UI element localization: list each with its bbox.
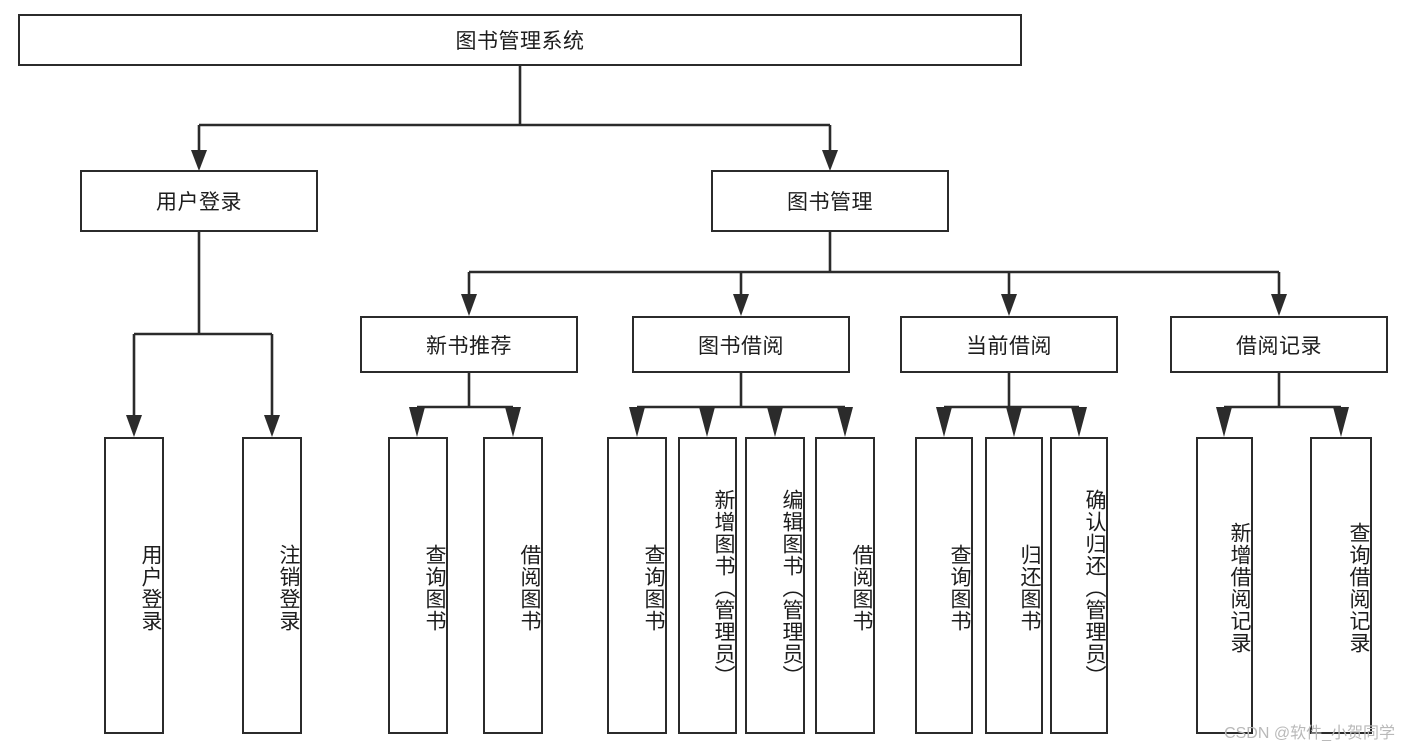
- node-leaf-query-book-1[interactable]: 查询图书: [388, 437, 448, 734]
- node-leaf-query-record[interactable]: 查询借阅记录: [1310, 437, 1372, 734]
- node-leaf-return-book-label: 归还图书: [1018, 543, 1041, 632]
- node-leaf-borrow-book-2-label: 借阅图书: [850, 543, 873, 632]
- arrow-leaf-borrow-book-1: [505, 407, 521, 437]
- node-root-label: 图书管理系统: [455, 30, 585, 53]
- node-leaf-confirm-return[interactable]: 确认归还（管理员）: [1050, 437, 1108, 734]
- arrow-leaf-query-book-3: [936, 407, 952, 437]
- node-leaf-query-book-2-label: 查询图书: [642, 543, 665, 632]
- arrow-leaf-add-book: [699, 407, 715, 437]
- node-book-borrow[interactable]: 图书借阅: [632, 316, 850, 373]
- arrow-leaf-return-book: [1006, 407, 1022, 437]
- node-leaf-borrow-book-2[interactable]: 借阅图书: [815, 437, 875, 734]
- node-user-login-label: 用户登录: [156, 191, 242, 214]
- arrow-leaf-confirm-return: [1071, 407, 1087, 437]
- node-leaf-confirm-return-label: 确认归还（管理员）: [1083, 488, 1106, 687]
- arrow-leaf-user-login: [126, 415, 142, 437]
- node-leaf-user-login[interactable]: 用户登录: [104, 437, 164, 734]
- arrow-leaf-edit-book: [767, 407, 783, 437]
- arrow-leaf-borrow-book-2: [837, 407, 853, 437]
- node-leaf-edit-book-label: 编辑图书（管理员）: [780, 488, 803, 687]
- node-leaf-user-login-label: 用户登录: [139, 543, 162, 632]
- node-root[interactable]: 图书管理系统: [18, 14, 1022, 66]
- node-leaf-query-record-label: 查询借阅记录: [1347, 521, 1370, 654]
- node-leaf-add-book-label: 新增图书（管理员）: [712, 488, 735, 687]
- node-leaf-add-record[interactable]: 新增借阅记录: [1196, 437, 1253, 734]
- node-borrow-record-label: 借阅记录: [1236, 334, 1322, 358]
- node-leaf-borrow-book-1-label: 借阅图书: [518, 543, 541, 632]
- node-leaf-borrow-book-1[interactable]: 借阅图书: [483, 437, 543, 734]
- node-leaf-query-book-3[interactable]: 查询图书: [915, 437, 973, 734]
- arrow-current-borrow: [1001, 294, 1017, 316]
- arrow-book-manage: [822, 150, 838, 171]
- node-current-borrow-label: 当前借阅: [966, 334, 1052, 358]
- node-new-book-rec-label: 新书推荐: [426, 334, 512, 358]
- node-new-book-rec[interactable]: 新书推荐: [360, 316, 578, 373]
- arrow-new-book-rec: [461, 294, 477, 316]
- node-leaf-query-book-2[interactable]: 查询图书: [607, 437, 667, 734]
- node-leaf-edit-book[interactable]: 编辑图书（管理员）: [745, 437, 805, 734]
- node-leaf-return-book[interactable]: 归还图书: [985, 437, 1043, 734]
- node-leaf-logout[interactable]: 注销登录: [242, 437, 302, 734]
- arrow-leaf-query-record: [1333, 407, 1349, 437]
- arrow-leaf-add-record: [1216, 407, 1232, 437]
- node-leaf-add-record-label: 新增借阅记录: [1228, 521, 1251, 654]
- node-borrow-record[interactable]: 借阅记录: [1170, 316, 1388, 373]
- arrow-leaf-query-book-1: [409, 407, 425, 437]
- arrow-book-borrow: [733, 294, 749, 316]
- node-leaf-query-book-3-label: 查询图书: [948, 543, 971, 632]
- node-book-manage-label: 图书管理: [787, 191, 873, 214]
- watermark: CSDN @软件_小贺同学: [1224, 725, 1395, 742]
- arrow-leaf-logout: [264, 415, 280, 437]
- arrow-user-login: [191, 150, 207, 171]
- arrow-leaf-query-book-2: [629, 407, 645, 437]
- node-book-manage[interactable]: 图书管理: [711, 170, 949, 232]
- node-current-borrow[interactable]: 当前借阅: [900, 316, 1118, 373]
- node-user-login[interactable]: 用户登录: [80, 170, 318, 232]
- arrow-borrow-record: [1271, 294, 1287, 316]
- node-leaf-add-book[interactable]: 新增图书（管理员）: [678, 437, 737, 734]
- node-leaf-query-book-1-label: 查询图书: [423, 543, 446, 632]
- node-book-borrow-label: 图书借阅: [698, 334, 784, 358]
- node-leaf-logout-label: 注销登录: [277, 543, 300, 632]
